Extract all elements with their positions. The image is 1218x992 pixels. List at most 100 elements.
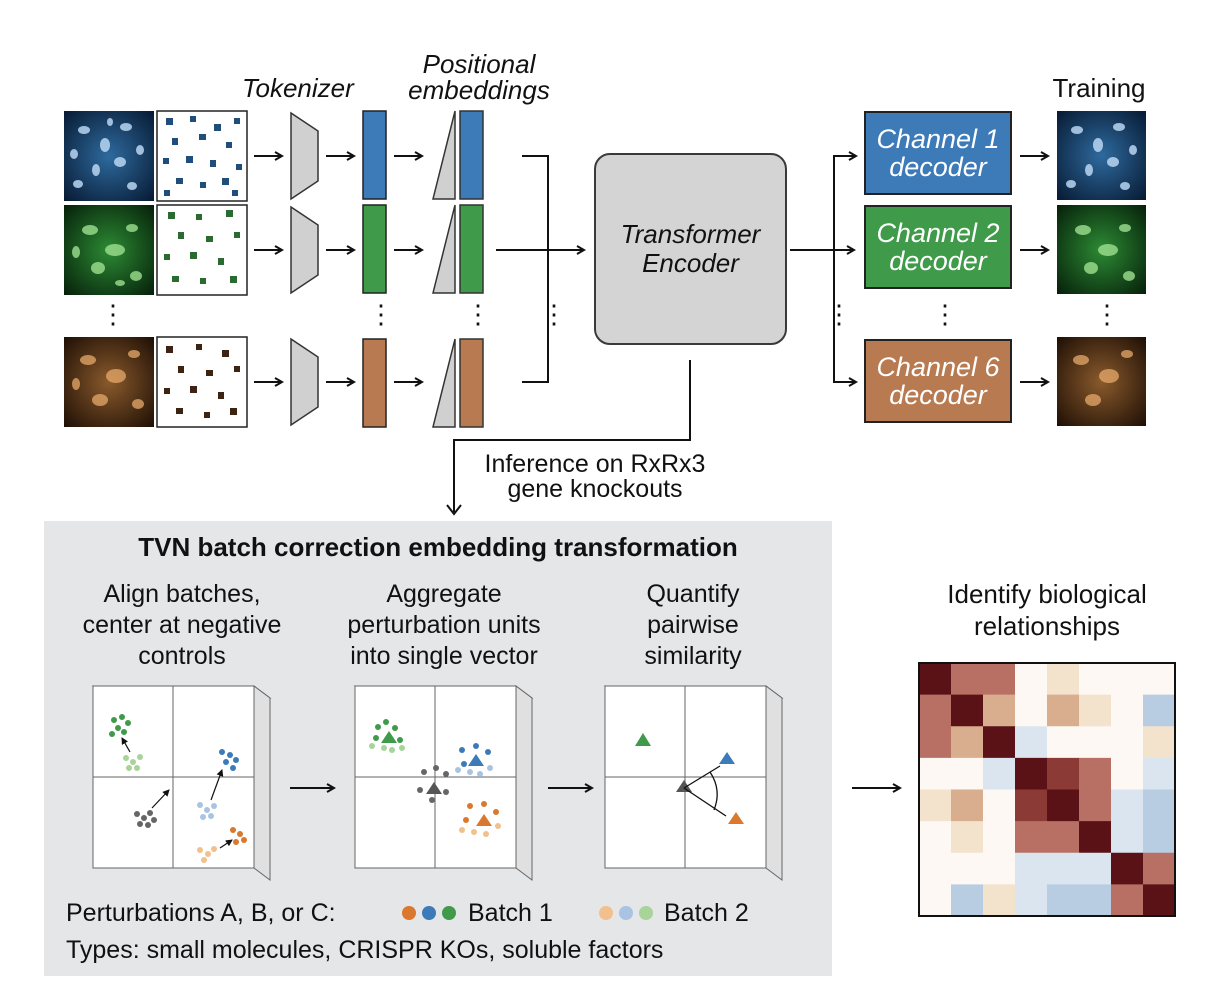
heatmap-cell — [951, 726, 984, 759]
heatmap-cell — [983, 852, 1016, 885]
tokenizer-label: Tokenizer — [242, 73, 354, 103]
legend-prefix: Perturbations A, B, or C: — [66, 899, 336, 927]
decoder-channel-2: Channel 2 decoder — [864, 205, 1012, 289]
heatmap-cell — [1111, 821, 1144, 854]
ellipsis-split: ⋮ — [826, 299, 852, 329]
heatmap-cell — [1079, 789, 1112, 822]
heatmap-cell — [1079, 757, 1112, 790]
inference-arrow — [446, 360, 691, 516]
ellipsis-merge: ⋮ — [541, 299, 567, 329]
input-image-channel-2 — [64, 205, 154, 295]
inference-line1: Inference on RxRx3 — [484, 450, 706, 478]
ellipsis-positional: ⋮ — [465, 299, 491, 329]
heatmap-cell — [1079, 852, 1112, 885]
heatmap-cell — [1047, 852, 1080, 885]
legend-batch1: Batch 1 — [468, 899, 553, 927]
heatmap-cell — [1079, 694, 1112, 727]
masked-patches-channel-2 — [156, 204, 248, 296]
encoder-line1: Transformer — [620, 218, 761, 249]
ellipsis-images: ⋮ — [100, 299, 126, 329]
heatmap-cell — [951, 852, 984, 885]
decoder-1-line1: Channel 1 — [876, 123, 1000, 154]
heatmap-cell — [1143, 663, 1176, 696]
input-image-channel-1 — [64, 111, 154, 201]
heatmap-cell — [1143, 757, 1176, 790]
heatmap-cell — [1015, 884, 1048, 917]
transformer-encoder: Transformer Encoder — [594, 153, 787, 345]
decoder-channel-6: Channel 6 decoder — [864, 339, 1012, 423]
positional-label-line1: Positional — [422, 49, 536, 79]
heatmap-cell — [919, 884, 952, 917]
heatmap-cell — [1047, 757, 1080, 790]
training-label: Training — [1052, 73, 1146, 103]
cube-similarity — [603, 685, 784, 881]
arrows-to-tokens — [326, 156, 354, 382]
heatmap-cell — [951, 663, 984, 696]
heatmap-cell — [1111, 852, 1144, 885]
legend-batch2: Batch 2 — [664, 899, 749, 927]
heatmap-cell — [983, 663, 1016, 696]
positional-embeddings — [432, 110, 484, 428]
heatmap-cell — [951, 884, 984, 917]
heatmap-cell — [919, 789, 952, 822]
decoder-2-line1: Channel 2 — [876, 217, 1000, 248]
heatmap-cell — [1143, 852, 1176, 885]
heatmap-cell — [1015, 757, 1048, 790]
heatmap-cell — [1079, 821, 1112, 854]
step-3-line1: Quantify — [646, 580, 740, 608]
split-bracket — [790, 156, 856, 382]
heatmap-cell — [1015, 821, 1048, 854]
heatmap-cell — [1047, 884, 1080, 917]
heatmap-cell — [951, 757, 984, 790]
heatmap-cell — [1079, 663, 1112, 696]
step-3-line2: pairwise — [647, 611, 739, 639]
heatmap-cell — [983, 757, 1016, 790]
heatmap-cell — [1111, 884, 1144, 917]
heatmap-cell — [919, 821, 952, 854]
encoder-line2: Encoder — [642, 248, 739, 278]
step-1-line2: center at negative — [82, 611, 282, 639]
heatmap-cell — [1047, 663, 1080, 696]
step-2-line2: perturbation units — [347, 611, 541, 639]
heatmap-cell — [951, 789, 984, 822]
decoder-2-line2: decoder — [889, 246, 987, 276]
step-2-line1: Aggregate — [386, 580, 502, 608]
heatmap-cell — [919, 757, 952, 790]
positional-label-line2: embeddings — [408, 75, 550, 105]
decoder-6-line1: Channel 6 — [876, 351, 1000, 382]
output-image-channel-1 — [1057, 111, 1146, 200]
heatmap-cell — [1015, 694, 1048, 727]
heatmap-cell — [1047, 821, 1080, 854]
heatmap-cell — [1111, 757, 1144, 790]
batch2-dots — [599, 906, 653, 920]
heatmap-cell — [1143, 789, 1176, 822]
panel-title: TVN batch correction embedding transform… — [138, 532, 738, 562]
masked-patches-channel-1 — [156, 110, 248, 202]
step-3-line3: similarity — [644, 642, 742, 670]
result-title-line1: Identify biological — [947, 579, 1147, 609]
batch1-dots — [402, 906, 456, 920]
cube-align-batches — [91, 685, 272, 881]
result-title-line2: relationships — [974, 611, 1120, 641]
input-image-channel-6 — [64, 337, 154, 427]
heatmap-cell — [983, 884, 1016, 917]
heatmap-cell — [1047, 694, 1080, 727]
heatmap-cell — [1015, 663, 1048, 696]
merge-bracket — [496, 155, 584, 383]
ellipsis-tokens: ⋮ — [368, 299, 394, 329]
heatmap-cell — [983, 694, 1016, 727]
heatmap-cell — [1079, 884, 1112, 917]
heatmap-cell — [919, 663, 952, 696]
step-1-line3: controls — [138, 642, 226, 670]
heatmap-cell — [1015, 789, 1048, 822]
heatmap-cell — [919, 852, 952, 885]
heatmap-cell — [1143, 821, 1176, 854]
arrows-to-outputs — [1020, 156, 1048, 382]
ellipsis-decoders: ⋮ — [932, 299, 958, 329]
types-line: Types: small molecules, CRISPR KOs, solu… — [66, 936, 664, 964]
step-1-line1: Align batches, — [103, 580, 261, 608]
tokenizer-shapes — [290, 111, 319, 427]
heatmap-cell — [1111, 663, 1144, 696]
